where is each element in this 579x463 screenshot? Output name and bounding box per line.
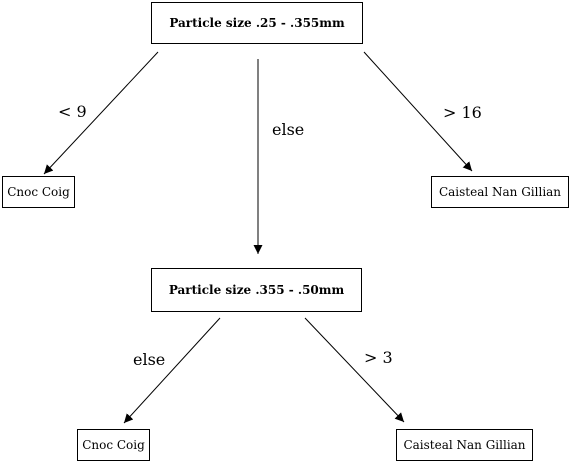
leaf-label-cnoc-coig-bottom: Cnoc Coig: [82, 438, 145, 452]
leaf-label-caisteal-top: Caisteal Nan Gillian: [438, 185, 562, 199]
leaf-node-caisteal-top: Caisteal Nan Gillian: [431, 176, 569, 208]
edge-second-to-left-leaf: [123, 317, 221, 424]
leaf-node-cnoc-coig-bottom: Cnoc Coig: [77, 429, 150, 461]
second-decision-node: Particle size .355 - .50mm: [151, 268, 362, 312]
leaf-node-cnoc-coig-top: Cnoc Coig: [2, 176, 75, 208]
root-decision-label: Particle size .25 - .355mm: [169, 16, 345, 30]
leaf-label-caisteal-bottom: Caisteal Nan Gillian: [403, 438, 526, 452]
edge-label-less-than-9: < 9: [58, 102, 87, 121]
edge-second-to-right-leaf: [304, 317, 405, 423]
edge-label-greater-than-16: > 16: [443, 103, 482, 122]
edge-label-greater-than-3: > 3: [364, 348, 393, 367]
edge-label-else-root: else: [272, 120, 305, 139]
root-decision-node: Particle size .25 - .355mm: [151, 2, 363, 44]
leaf-node-caisteal-bottom: Caisteal Nan Gillian: [396, 429, 533, 461]
second-decision-label: Particle size .355 - .50mm: [168, 283, 345, 297]
edge-root-to-left-leaf: [43, 51, 159, 175]
edge-label-else-second: else: [133, 350, 166, 369]
leaf-label-cnoc-coig-top: Cnoc Coig: [7, 185, 70, 199]
edge-root-to-right-leaf: [363, 51, 473, 172]
